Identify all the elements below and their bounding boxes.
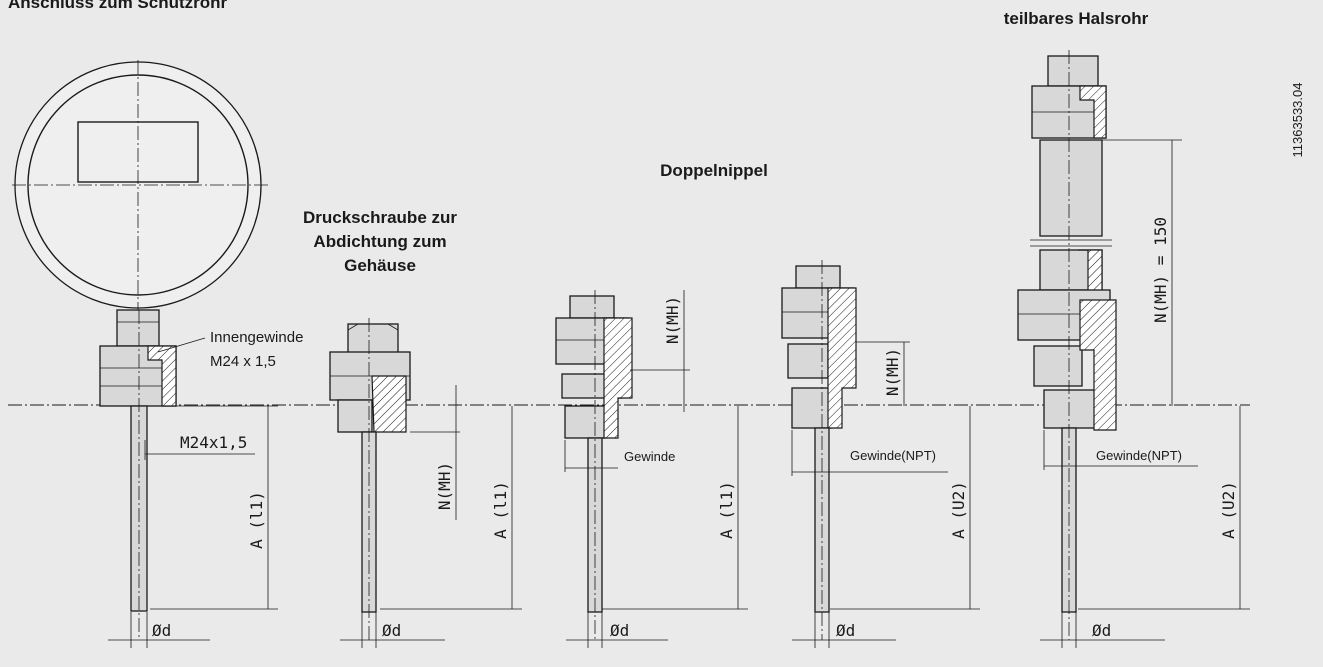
assembly-doppelnippel-2 — [781, 260, 980, 648]
dim-d2: Ød — [382, 621, 401, 640]
nip1-top — [569, 295, 615, 319]
dial-stem-socket — [116, 309, 160, 347]
hals-thread — [1043, 389, 1103, 429]
hals-lower-hex — [1033, 345, 1083, 387]
dim-d3: Ød — [610, 621, 629, 640]
nip2-top — [795, 265, 841, 289]
dim-n4: N(MH) — [883, 348, 902, 396]
title-halsrohr: teilbares Halsrohr — [1004, 9, 1149, 28]
dim-d4: Ød — [836, 621, 855, 640]
dim-a5: A (U2) — [1219, 481, 1238, 539]
label-innengewinde-1: Innengewinde — [210, 329, 303, 346]
nip2-section — [827, 287, 857, 429]
nip2-thread — [791, 387, 833, 429]
dim-a3: A (l1) — [717, 481, 736, 539]
assembly-halsrohr — [1017, 50, 1250, 648]
nip1-section — [603, 317, 633, 439]
assembly-druckschraube — [329, 318, 522, 648]
dim-a4: A (U2) — [949, 481, 968, 539]
screw-section — [371, 375, 407, 433]
label-m24: M24x1,5 — [180, 433, 247, 452]
nip1-thread — [564, 405, 606, 439]
label-gewinde-npt-2: Gewinde(NPT) — [1096, 448, 1182, 463]
screw-top-cap — [347, 323, 399, 331]
title-druckschraube-1: Druckschraube zur — [303, 208, 457, 227]
title-anschluss: Anschluss zum Schutzrohr — [8, 0, 228, 12]
dial-case-inner — [27, 74, 249, 296]
dim-d5: Ød — [1092, 621, 1111, 640]
dim-a2: A (l1) — [491, 481, 510, 539]
drawing-code: 11363533.04 — [1290, 83, 1305, 158]
title-druckschraube-3: Gehäuse — [344, 256, 416, 275]
assembly-doppelnippel-1 — [555, 290, 748, 648]
hals-top — [1047, 55, 1099, 87]
dim-n5: N(MH) = 150 — [1151, 217, 1170, 323]
dim-n2: N(MH) — [435, 462, 454, 510]
dim-n3: N(MH) — [663, 296, 682, 344]
screw-top — [347, 323, 399, 355]
assembly-dial-thermometer — [12, 60, 278, 648]
label-innengewinde-2: M24 x 1,5 — [210, 353, 276, 370]
dim-a1: A (l1) — [247, 491, 266, 549]
innengewinde-leader — [157, 337, 206, 353]
hals-upper-section — [1079, 85, 1107, 139]
title-druckschraube-2: Abdichtung zum — [313, 232, 446, 251]
dim-d1: Ød — [152, 621, 171, 640]
label-gewinde-npt-1: Gewinde(NPT) — [850, 448, 936, 463]
hals-lower-section-2 — [1079, 299, 1117, 431]
nip2-lower-hex — [787, 343, 829, 379]
title-doppelnippel: Doppelnippel — [660, 161, 768, 180]
screw-thread-stub — [337, 399, 373, 433]
label-gewinde: Gewinde — [624, 449, 675, 464]
hals-upper-tube — [1039, 139, 1103, 237]
